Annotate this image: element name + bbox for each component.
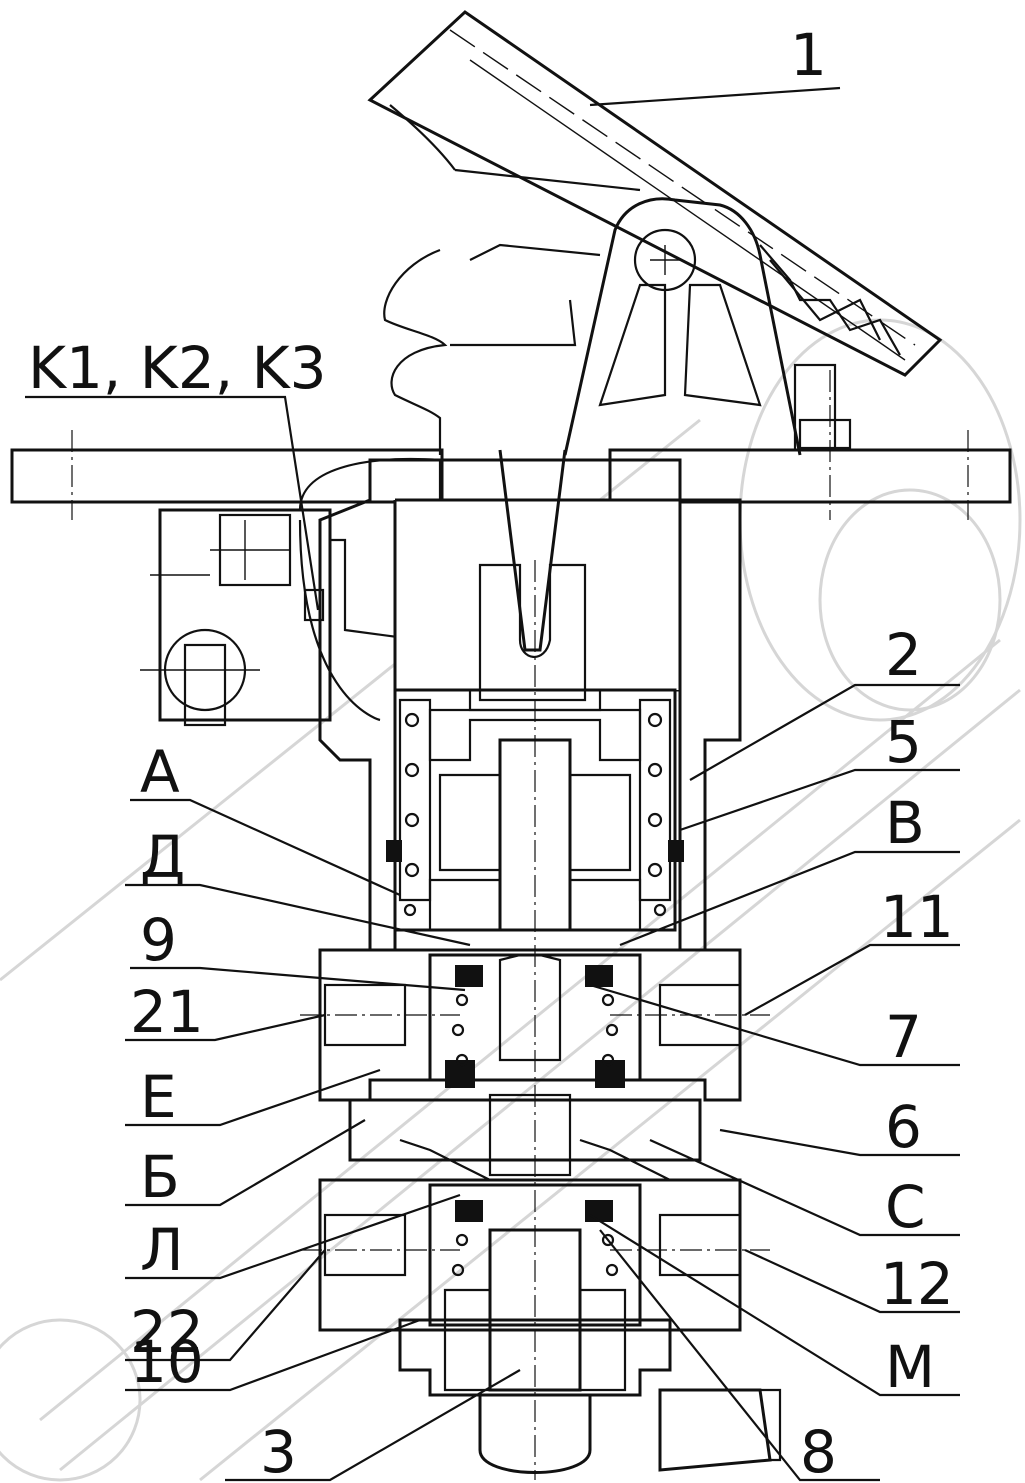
label-m: М xyxy=(885,1333,935,1401)
label-12: 12 xyxy=(880,1250,954,1318)
label-7: 7 xyxy=(885,1003,922,1071)
bottom-cap xyxy=(398,1318,782,1474)
label-9: 9 xyxy=(140,906,177,974)
label-3: 3 xyxy=(260,1418,297,1483)
valve-body-upper xyxy=(318,458,742,952)
label-10: 10 xyxy=(130,1328,204,1396)
label-22: 22 xyxy=(130,1298,204,1366)
label-21: 21 xyxy=(130,978,204,1046)
label-11: 11 xyxy=(880,883,954,951)
label-s: С xyxy=(885,1173,926,1241)
label-v: В xyxy=(885,789,925,857)
label-e: Е xyxy=(140,1063,177,1131)
upper-springs xyxy=(386,712,684,917)
middle-springs xyxy=(451,993,619,1067)
relay-piston xyxy=(348,1093,702,1181)
pedal xyxy=(367,10,943,377)
label-2: 2 xyxy=(885,621,922,689)
label-5: 5 xyxy=(885,708,922,776)
pedal-bracket xyxy=(563,197,852,456)
upper-piston xyxy=(393,560,677,1480)
label-l: Л xyxy=(140,1216,184,1284)
valve-body-middle xyxy=(300,948,770,1102)
label-b: Б xyxy=(140,1143,180,1211)
rubber-boot xyxy=(383,243,601,455)
floor-plate xyxy=(10,370,1012,520)
leader-lines xyxy=(25,86,960,1482)
label-8: 8 xyxy=(800,1418,837,1483)
label-d: Д xyxy=(140,823,185,891)
label-1: 1 xyxy=(790,21,827,89)
label-6: 6 xyxy=(885,1093,922,1161)
label-k1-k2-k3: K1, K2, K3 xyxy=(28,334,327,402)
valve-body-lower xyxy=(300,1178,770,1392)
label-a: А xyxy=(140,738,180,806)
callout-labels: 1 K1, K2, K3 2 5 А В Д 9 11 21 7 Е 6 Б С… xyxy=(28,21,954,1483)
